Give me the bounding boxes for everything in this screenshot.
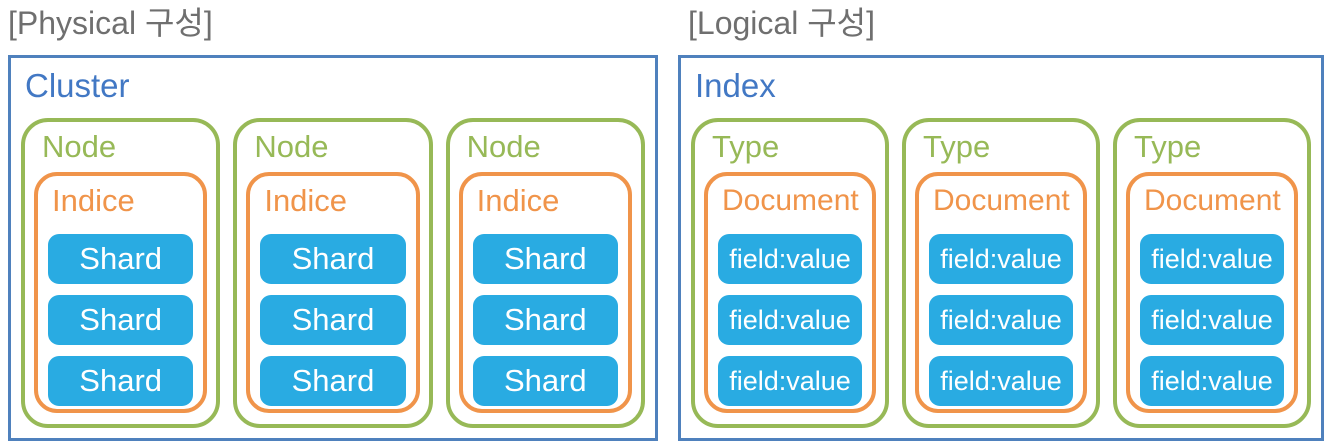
node-label: Node [466,129,541,164]
indice-box-2: Indice Shard Shard Shard [246,172,420,413]
shard-stack: Shard Shard Shard [260,234,406,406]
indice-label: Indice [476,183,560,218]
indice-box-3: Indice Shard Shard Shard [458,172,632,413]
type-label: Type [1134,129,1202,164]
document-label: Document [722,184,859,217]
type-box-3: Type Document field:value field:value fi… [1113,118,1311,428]
document-label: Document [1144,184,1281,217]
shard-box: Shard [48,234,194,284]
shard-box: Shard [260,295,406,345]
field-value-stack: field:value field:value field:value [1140,234,1284,406]
shard-box: Shard [260,356,406,406]
document-box-3: Document field:value field:value field:v… [1126,172,1298,413]
indice-box-1: Indice Shard Shard Shard [34,172,208,413]
index-label: Index [695,67,776,104]
field-value-box: field:value [718,356,862,406]
shard-box: Shard [48,356,194,406]
shard-box: Shard [472,295,618,345]
indice-label: Indice [264,183,348,218]
shard-box: Shard [48,295,194,345]
field-value-box: field:value [1140,295,1284,345]
shard-box: Shard [472,234,618,284]
node-label: Node [254,129,329,164]
field-value-box: field:value [1140,356,1284,406]
node-box-3: Node Indice Shard Shard Shard [445,118,645,428]
logical-panel-title: [Logical 구성] [688,5,875,41]
field-value-stack: field:value field:value field:value [929,234,1073,406]
shard-stack: Shard Shard Shard [48,234,194,406]
shard-box: Shard [472,356,618,406]
type-row: Type Document field:value field:value fi… [691,118,1311,428]
type-box-2: Type Document field:value field:value fi… [902,118,1100,428]
type-label: Type [712,129,780,164]
indice-label: Indice [52,183,135,218]
field-value-box: field:value [929,295,1073,345]
document-box-1: Document field:value field:value field:v… [704,172,876,413]
field-value-box: field:value [1140,234,1284,284]
field-value-box: field:value [929,234,1073,284]
type-box-1: Type Document field:value field:value fi… [691,118,889,428]
physical-panel-title: [Physical 구성] [8,5,213,41]
cluster-label: Cluster [25,67,130,104]
node-label: Node [42,129,117,164]
cluster-box: Cluster Node Indice Shard Shard Shard No… [8,55,658,441]
physical-panel: [Physical 구성] Cluster Node Indice Shard … [0,0,666,447]
shard-box: Shard [260,234,406,284]
field-value-box: field:value [718,295,862,345]
type-label: Type [923,129,991,164]
node-box-2: Node Indice Shard Shard Shard [233,118,433,428]
node-box-1: Node Indice Shard Shard Shard [21,118,221,428]
field-value-box: field:value [718,234,862,284]
document-label: Document [933,184,1070,217]
logical-panel: [Logical 구성] Index Type Document field:v… [668,0,1335,447]
index-box: Index Type Document field:value field:va… [678,55,1324,441]
field-value-stack: field:value field:value field:value [718,234,862,406]
document-box-2: Document field:value field:value field:v… [915,172,1087,413]
node-row: Node Indice Shard Shard Shard Node Indic… [21,118,645,428]
shard-stack: Shard Shard Shard [472,234,618,406]
field-value-box: field:value [929,356,1073,406]
